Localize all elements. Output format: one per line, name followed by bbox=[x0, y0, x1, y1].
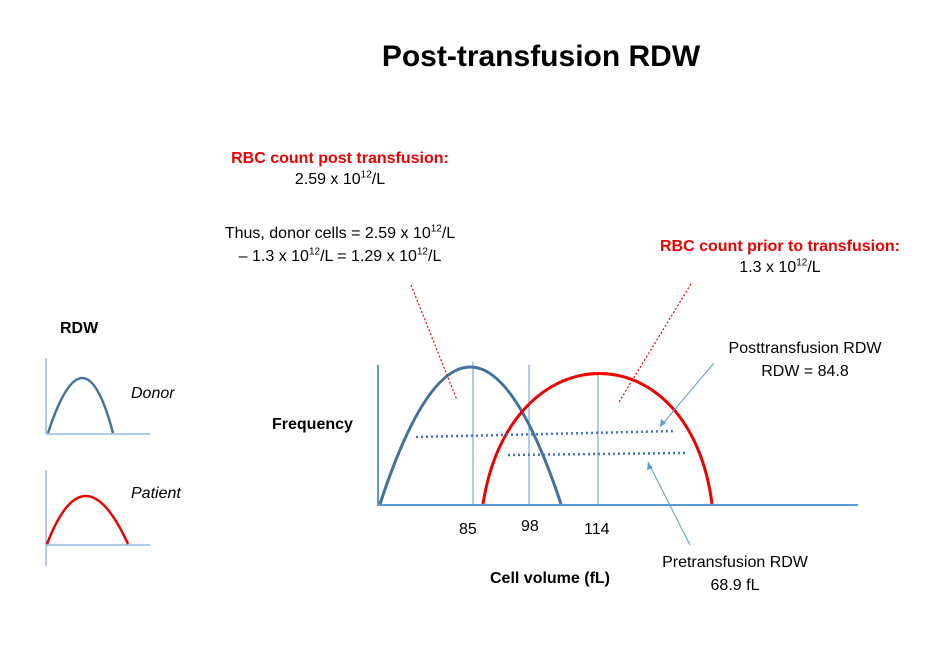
pretransfusion-rdw-line1: Pretransfusion RDW bbox=[662, 554, 808, 571]
prior-transfusion-heading: RBC count prior to transfusion: bbox=[660, 238, 900, 255]
post-transfusion-value: 2.59 x 1012/L bbox=[294, 169, 386, 188]
pretransfusion-rdw-line bbox=[507, 451, 686, 457]
posttransfusion-rdw-line2: RDW = 84.8 bbox=[761, 363, 849, 380]
calc-line-1: Thus, donor cells = 2.59 x 1012/L bbox=[224, 223, 456, 242]
post-transfusion-block: RBC count post transfusion: 2.59 x 1012/… bbox=[190, 150, 490, 191]
post-count-pointer bbox=[410, 284, 458, 401]
calc-line-2: – 1.3 x 1012/L = 1.29 x 1012/L bbox=[238, 246, 442, 265]
legend-title: RDW bbox=[60, 320, 99, 337]
pretransfusion-arrowhead bbox=[647, 462, 653, 470]
legend-donor-axes bbox=[45, 358, 150, 435]
x-axis-label: Cell volume (fL) bbox=[490, 570, 611, 587]
tick-label-114: 114 bbox=[584, 521, 610, 538]
y-axis-label: Frequency bbox=[272, 416, 353, 433]
prior-transfusion-value: 1.3 x 1012/L bbox=[739, 257, 821, 276]
pretransfusion-rdw-annotation: Pretransfusion RDW 68.9 fL bbox=[630, 551, 840, 597]
prior-count-pointer bbox=[618, 283, 692, 403]
legend-donor-curve bbox=[46, 376, 115, 434]
prior-transfusion-block: RBC count prior to transfusion: 1.3 x 10… bbox=[630, 238, 930, 279]
donor-curve bbox=[378, 365, 563, 505]
posttransfusion-arrowhead bbox=[660, 419, 666, 427]
pretransfusion-arrow bbox=[647, 461, 691, 546]
legend-patient-axes bbox=[45, 470, 150, 566]
legend-donor-label: Donor bbox=[131, 385, 175, 402]
legend-patient-curve bbox=[45, 495, 130, 545]
legend-patient-label: Patient bbox=[131, 485, 181, 502]
pretransfusion-rdw-line2: 68.9 fL bbox=[710, 577, 760, 594]
posttransfusion-rdw-line1: Posttransfusion RDW bbox=[728, 340, 882, 357]
posttransfusion-rdw-line bbox=[415, 429, 677, 439]
tick-label-85: 85 bbox=[459, 521, 477, 538]
patient-curve bbox=[481, 372, 714, 505]
page-title: Post-transfusion RDW bbox=[381, 40, 701, 73]
post-transfusion-heading: RBC count post transfusion: bbox=[231, 150, 449, 167]
donor-cells-calculation: Thus, donor cells = 2.59 x 1012/L – 1.3 … bbox=[180, 222, 500, 268]
posttransfusion-arrow bbox=[659, 362, 715, 428]
posttransfusion-rdw-annotation: Posttransfusion RDW RDW = 84.8 bbox=[700, 337, 910, 383]
tick-label-98: 98 bbox=[521, 518, 539, 535]
